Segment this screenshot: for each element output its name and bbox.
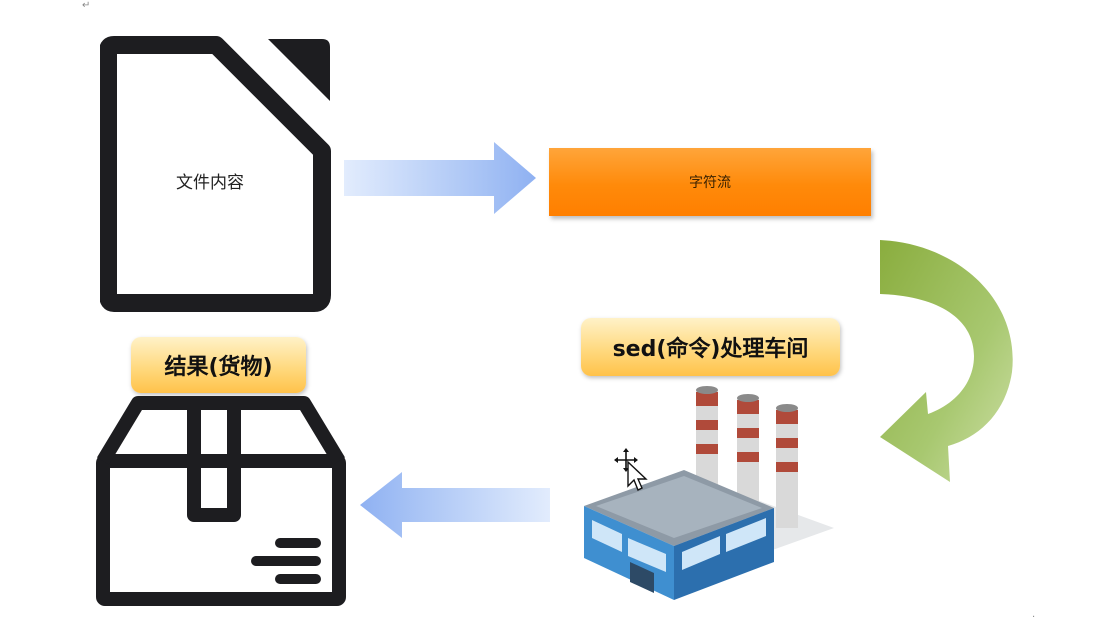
move-cursor-icon <box>614 448 648 491</box>
box-icon <box>96 396 346 606</box>
arrow-left-icon <box>360 472 550 538</box>
result-label: 结果(货物) <box>131 337 306 393</box>
factory-icon <box>584 386 834 600</box>
curved-arrow-icon <box>880 240 1013 482</box>
return-mark: ↵ <box>82 0 91 11</box>
page-mark: · <box>1032 612 1036 623</box>
file-content-label: 文件内容 <box>176 173 244 193</box>
document-icon <box>100 36 331 312</box>
char-stream-box: 字符流 <box>549 148 871 216</box>
arrow-right-icon <box>344 142 536 214</box>
sed-workshop-label: sed(命令)处理车间 <box>581 318 840 376</box>
